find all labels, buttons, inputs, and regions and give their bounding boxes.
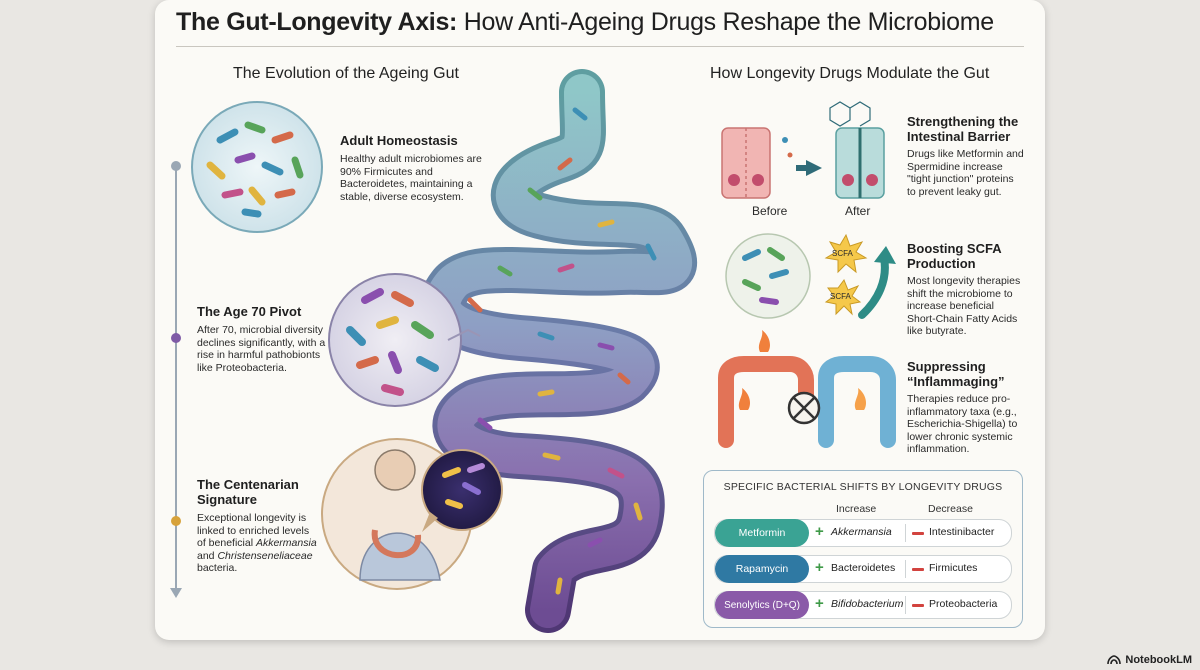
- scfa-badge-icon-2: [824, 278, 862, 316]
- age70-microbiome-illustration: [328, 273, 481, 407]
- row-divider: [905, 596, 906, 614]
- table-row: Metformin + Akkermansia Intestinibacter: [714, 519, 1012, 547]
- table-title: SPECIFIC BACTERIAL SHIFTS BY LONGEVITY D…: [723, 481, 1003, 493]
- increase-cell: Bacteroidetes: [831, 562, 896, 574]
- row-divider: [905, 524, 906, 542]
- adult-microbiome-illustration: [191, 101, 323, 233]
- barrier-before-label: Before: [752, 204, 788, 218]
- page-title: The Gut-Longevity Axis: How Anti-Ageing …: [176, 8, 994, 36]
- timeline-dot-70: [171, 333, 181, 343]
- mechanism-inflammaging-title: Suppressing “Inflammaging”: [907, 359, 1005, 389]
- stage-centenarian-text: Exceptional longevity is linked to enric…: [197, 512, 317, 575]
- right-section-heading: How Longevity Drugs Modulate the Gut: [710, 65, 990, 82]
- centenarian-illustration: [321, 438, 503, 590]
- decrease-cell: Firmicutes: [929, 562, 978, 574]
- flame-icon: [758, 330, 770, 352]
- minus-icon: [912, 568, 924, 571]
- decrease-cell: Proteobacteria: [929, 598, 998, 610]
- stage-adult-text: Healthy adult microbiomes are 90% Firmic…: [340, 153, 482, 203]
- scfa-illustration: [725, 233, 896, 319]
- drug-pill-rapamycin: Rapamycin: [715, 555, 809, 583]
- molecule-icon: [829, 101, 851, 127]
- table-row: Rapamycin + Bacteroidetes Firmicutes: [714, 555, 1012, 583]
- bacterial-shifts-table: SPECIFIC BACTERIAL SHIFTS BY LONGEVITY D…: [703, 470, 1023, 628]
- left-section-heading: The Evolution of the Ageing Gut: [233, 65, 459, 82]
- table-row: Senolytics (D+Q) + Bifidobacterium Prote…: [714, 591, 1012, 619]
- mechanism-inflammaging-text: Therapies reduce pro-inflammatory taxa (…: [907, 393, 1018, 456]
- timeline-arrow-icon: [170, 588, 182, 598]
- timeline-dot-adult: [171, 161, 181, 171]
- stage-centenarian-title: The Centenarian Signature: [197, 477, 299, 507]
- barrier-after-label: After: [845, 204, 871, 218]
- plus-icon: +: [815, 559, 824, 576]
- intestinal-barrier-illustration: [721, 101, 885, 199]
- column-increase: Increase: [836, 503, 877, 515]
- drug-pill-metformin: Metformin: [715, 519, 809, 547]
- minus-icon: [912, 604, 924, 607]
- arrow-right-icon: [806, 160, 822, 176]
- decrease-cell: Intestinibacter: [929, 526, 995, 538]
- drug-pill-senolytics: Senolytics (D+Q): [715, 591, 809, 619]
- mechanism-barrier-text: Drugs like Metformin and Spermidine incr…: [907, 148, 1024, 198]
- title-divider: [176, 46, 1024, 47]
- gut-tube-illustration: [419, 69, 697, 633]
- mechanism-scfa-title: Boosting SCFA Production: [907, 241, 1002, 271]
- notebooklm-logo-icon: [1107, 655, 1122, 665]
- scfa-badge-icon: [824, 233, 868, 274]
- stage-70-text: After 70, microbial diversity declines s…: [197, 324, 326, 374]
- column-decrease: Decrease: [928, 503, 973, 515]
- minus-icon: [912, 532, 924, 535]
- scfa-badge-label-2: SCFA: [830, 292, 851, 301]
- increase-cell: Akkermansia: [831, 526, 892, 538]
- stage-70-title: The Age 70 Pivot: [197, 304, 302, 319]
- inflammaging-illustration: [718, 330, 896, 448]
- mechanism-scfa-text: Most longevity therapies shift the micro…: [907, 275, 1021, 338]
- plus-icon: +: [815, 595, 824, 612]
- stage-adult-title: Adult Homeostasis: [340, 133, 458, 148]
- increase-cell: Bifidobacterium: [831, 598, 904, 610]
- notebooklm-brand: NotebookLM: [1107, 654, 1192, 666]
- plus-icon: +: [815, 523, 824, 540]
- timeline-dot-centenarian: [171, 516, 181, 526]
- row-divider: [905, 560, 906, 578]
- mechanism-barrier-title: Strengthening the Intestinal Barrier: [907, 114, 1019, 144]
- arrow-up-icon: [874, 246, 896, 264]
- scfa-badge-label: SCFA: [832, 249, 853, 258]
